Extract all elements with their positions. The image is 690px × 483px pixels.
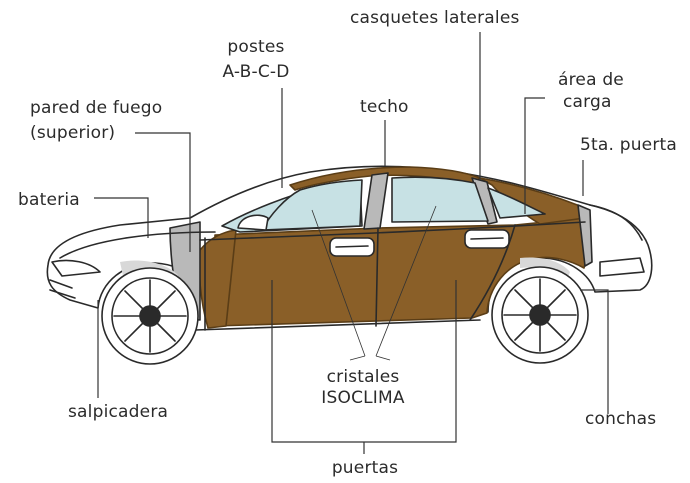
label-5ta-puerta: 5ta. puerta <box>580 135 678 155</box>
rear-door-window <box>391 176 489 223</box>
leader-conchas <box>580 289 609 414</box>
leader-bateria <box>94 197 149 238</box>
hood-line <box>59 231 216 259</box>
leader-puertas <box>271 280 457 454</box>
label-puertas: puertas <box>331 458 399 478</box>
label-postes-line2: A-B-C-D <box>222 62 290 82</box>
door-seam-rear <box>469 224 516 321</box>
label-pared-line1: pared de fuego <box>30 98 163 118</box>
taillight <box>599 257 645 277</box>
front-wheel <box>101 267 199 365</box>
leader-area <box>524 97 545 214</box>
label-postes-line1: postes <box>227 37 285 57</box>
leader-cristales <box>311 205 437 361</box>
headlight <box>51 259 101 277</box>
rear-wheel <box>491 266 589 364</box>
front-grille <box>49 279 76 299</box>
label-cristales-line1: cristales <box>326 367 400 387</box>
fender-rear <box>520 257 570 282</box>
label-conchas: conchas <box>585 409 657 429</box>
sill-line <box>194 319 481 331</box>
front-door-window <box>261 179 363 231</box>
label-area-line1: área de <box>558 70 624 90</box>
front-handle-grip <box>335 245 369 248</box>
side-mirror <box>237 214 269 231</box>
rear-handle-grip <box>470 237 504 240</box>
pillar-d <box>577 204 593 267</box>
pillar-b <box>363 172 389 230</box>
label-techo: techo <box>360 97 409 117</box>
trunk-line <box>589 204 643 241</box>
label-salpicadera: salpicadera <box>68 402 169 422</box>
label-pared-line2: (superior) <box>30 123 116 143</box>
door-seam-middle <box>375 227 379 327</box>
label-casquetes-laterales: casquetes laterales <box>350 8 520 28</box>
belt-line <box>199 221 586 241</box>
label-bateria: bateria <box>18 190 80 210</box>
leader-pared <box>135 132 191 252</box>
label-area-line2: carga <box>563 92 612 112</box>
label-cristales-line2: ISOCLIMA <box>321 388 405 408</box>
